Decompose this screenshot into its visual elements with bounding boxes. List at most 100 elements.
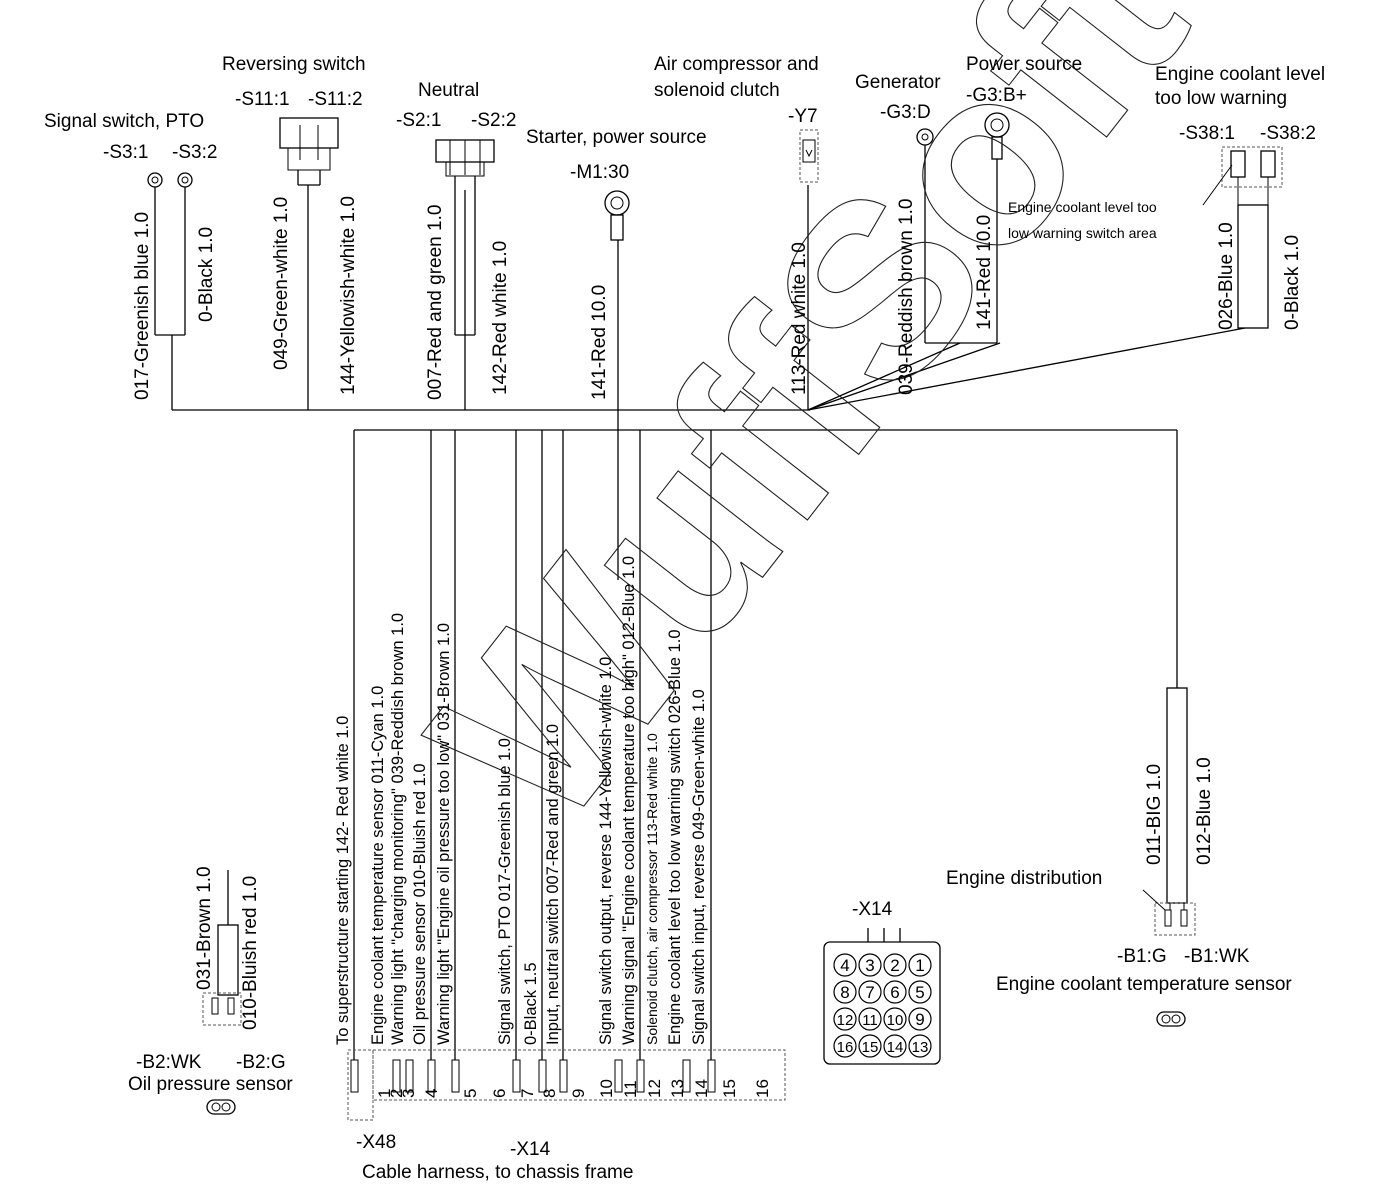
pin-s38-1: -S38:1 <box>1179 123 1235 144</box>
x14-pin-number: 3 <box>865 956 874 975</box>
coolant-area-note: Engine coolant level too low warning swi… <box>1008 199 1157 241</box>
wire-113: 113-Red white 1.0 <box>789 242 810 395</box>
pin-b2-g: -B2:G <box>236 1052 286 1073</box>
x14-pin-circle <box>858 1007 882 1031</box>
note-coolant-area-1: Engine coolant level too <box>1008 199 1157 215</box>
pin-b2-wk: -B2:WK <box>136 1052 202 1073</box>
x14-pin-circle <box>833 1034 857 1058</box>
label-x48: -X48 <box>356 1132 396 1153</box>
pin-s3-1: -S3:1 <box>103 142 148 163</box>
x14-pin-circle <box>908 980 932 1004</box>
wire-026: 026-Blue 1.0 <box>1216 222 1237 330</box>
harness-pin-number: 14 <box>692 1079 711 1098</box>
x14-pin-number: 9 <box>915 1010 924 1029</box>
harness-pin-number: 13 <box>668 1079 687 1098</box>
harness-label-6: Signal switch, PTO 017-Greenish blue 1.0 <box>496 738 514 1045</box>
wire-144: 144-Yellowish-white 1.0 <box>338 196 359 395</box>
x14-pin-number: 5 <box>915 983 924 1002</box>
x14-pin-number: 16 <box>837 1039 854 1056</box>
x14-pin-circle <box>883 980 907 1004</box>
label-x14-face: -X14 <box>852 899 893 920</box>
coolant-temp-sensor <box>1142 687 1196 1027</box>
x14-pin-number: 11 <box>862 1012 878 1029</box>
x14-pin-circle <box>883 1007 907 1031</box>
wire-049: 049-Green-white 1.0 <box>271 197 292 370</box>
pin-m1-30: -M1:30 <box>570 162 629 183</box>
harness-label-8: Input, neutral switch 007-Red and green … <box>544 724 562 1045</box>
harness-label-4: Warning light "Engine oil pressure too l… <box>435 623 453 1045</box>
x14-pin-number: 1 <box>915 956 924 975</box>
harness-label-13: Engine coolant level too low warning swi… <box>666 630 684 1046</box>
harness-label-1: Engine coolant temperature sensor 011-Cy… <box>369 686 387 1045</box>
harness-pin-number: 7 <box>518 1089 537 1098</box>
harness-pin-number: 9 <box>569 1089 588 1098</box>
signal-switch-pto <box>147 172 193 336</box>
x14-pin-circle <box>833 980 857 1004</box>
harness-caption: Cable harness, to chassis frame <box>362 1162 633 1183</box>
harness-pin-number: 16 <box>753 1079 772 1098</box>
harness-label-11: Warning signal "Engine coolant temperatu… <box>620 556 638 1045</box>
wire-011-big: 011-BIG 1.0 <box>1144 764 1165 865</box>
title-reversing-switch: Reversing switch <box>222 54 366 75</box>
pin-s2-2: -S2:2 <box>471 110 516 131</box>
pin-b1-wk: -B1:WK <box>1184 946 1250 967</box>
wire-039: 039-Reddish brown 1.0 <box>896 199 917 395</box>
harness-pin-number: 1 <box>375 1089 394 1098</box>
x14-pin-circle <box>858 980 882 1004</box>
x14-pin-number: 2 <box>890 956 899 975</box>
pin-b1-g: -B1:G <box>1117 946 1167 967</box>
oil-pressure-sensor <box>202 870 242 1115</box>
harness-pin-number: 8 <box>540 1089 559 1098</box>
x14-pin-circle <box>908 953 932 977</box>
harness-pin-number: 4 <box>422 1089 441 1098</box>
harness-pin-number: 3 <box>399 1089 418 1098</box>
pin-s11-1: -S11:1 <box>235 89 290 110</box>
title-power-source: Power source <box>966 54 1082 75</box>
harness-label-14: Signal switch input, reverse 049-Green-w… <box>690 689 708 1045</box>
harness-label-7: 0-Black 1.5 <box>522 962 540 1045</box>
harness-label-x48: To superstructure starting 142- Red whit… <box>334 716 352 1045</box>
title-air-compressor-2: solenoid clutch <box>654 80 780 101</box>
x14-pin-circle <box>883 953 907 977</box>
wire-0-black: 0-Black 1.0 <box>196 227 217 322</box>
title-engine-distribution: Engine distribution <box>946 868 1102 889</box>
x14-pin-number: 7 <box>865 983 874 1002</box>
starter-terminal <box>604 190 630 241</box>
x14-pin-number: 4 <box>840 956 849 975</box>
wire-017: 017-Greenish blue 1.0 <box>132 212 153 400</box>
title-oil-pressure-sensor: Oil pressure sensor <box>128 1074 293 1095</box>
pin-y7: -Y7 <box>788 106 818 127</box>
harness-wire-labels: To superstructure starting 142- Red whit… <box>334 556 708 1045</box>
top-wire-labels: 017-Greenish blue 1.0 0-Black 1.0 049-Gr… <box>132 196 1303 400</box>
title-generator: Generator <box>855 72 941 93</box>
x14-pin-number: 10 <box>887 1012 904 1029</box>
harness-label-2: Warning light "charging monitoring" 039-… <box>389 613 407 1045</box>
harness-pin-number: 12 <box>645 1079 664 1098</box>
x14-pin-circle <box>833 1007 857 1031</box>
pin-s38-2: -S38:2 <box>1260 123 1316 144</box>
air-compressor-connector <box>799 129 819 183</box>
x14-pin-number: 13 <box>912 1039 929 1056</box>
x14-pin-number: 8 <box>840 983 849 1002</box>
x14-pin-circle <box>883 1034 907 1058</box>
title-coolant-level-1: Engine coolant level <box>1155 64 1325 85</box>
harness-pin-number: 10 <box>597 1079 616 1098</box>
title-signal-switch-pto: Signal switch, PTO <box>44 111 204 132</box>
harness-pin-number: 2 <box>387 1089 406 1098</box>
harness-pin-number: 15 <box>720 1079 739 1098</box>
component-labels: Signal switch, PTO -S3:1 -S3:2 Reversing… <box>44 54 1325 1183</box>
wire-141-power: 141-Red 10.0 <box>974 215 995 330</box>
reversing-switch <box>279 117 339 186</box>
generator-terminal <box>916 128 934 343</box>
wire-007: 007-Red and green 1.0 <box>425 205 446 400</box>
wire-012-blue: 012-Blue 1.0 <box>1194 757 1215 865</box>
harness-label-12: Solenoid clutch, air compressor 113-Red … <box>644 733 660 1045</box>
harness-pin-number: 5 <box>461 1089 480 1098</box>
harness-connector <box>347 1049 786 1121</box>
x14-pin-circle <box>858 953 882 977</box>
pin-s3-2: -S3:2 <box>172 142 217 163</box>
title-neutral: Neutral <box>418 80 479 101</box>
